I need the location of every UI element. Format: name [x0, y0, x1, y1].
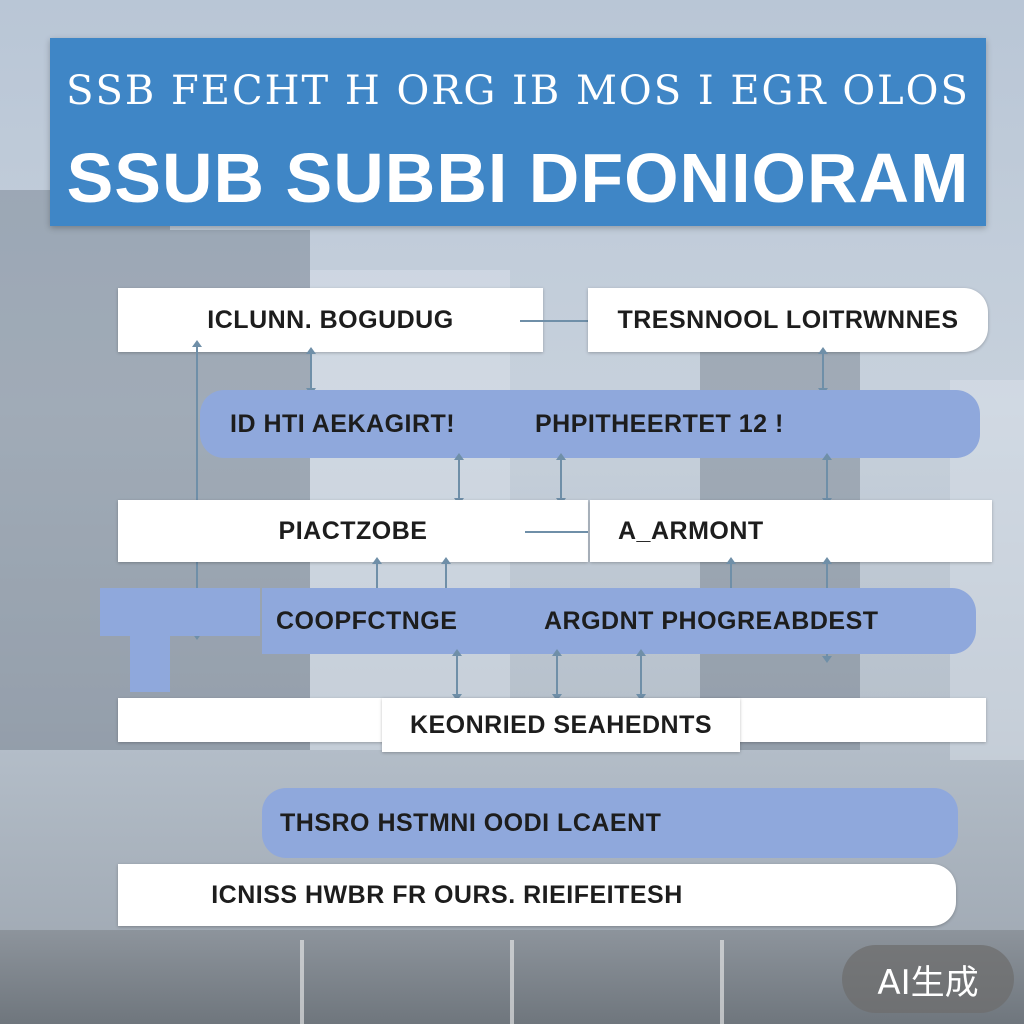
- node-label: THSRO HSTMNI OODI LCAENT: [280, 808, 662, 837]
- connector-arrow: [822, 453, 832, 505]
- connector-arrow: [441, 557, 451, 595]
- node-row1-right: TRESNNOOL LOITRWNNES: [588, 288, 988, 352]
- connector-arrow: [552, 649, 562, 701]
- node-row5: KEONRIED SEAHEDNTS: [382, 698, 740, 752]
- diagram-title: SSUB SUBBI DFONIORAM: [66, 139, 970, 217]
- road-lane: [300, 940, 304, 1024]
- node-label: TRESNNOOL LOITRWNNES: [617, 305, 959, 334]
- node-label: ICLUNN. BOGUDUG: [207, 305, 454, 334]
- node-row1-left: ICLUNN. BOGUDUG: [118, 288, 543, 352]
- node-row4-side: [100, 588, 260, 636]
- node-row3-right: A_ARMONT: [590, 500, 992, 562]
- node-label: KEONRIED SEAHEDNTS: [409, 710, 713, 739]
- node-label: PHPITHEERTET 12 !: [535, 409, 784, 438]
- connector-arrow: [818, 347, 828, 395]
- node-label: COOPFCTNGE: [276, 606, 458, 635]
- node-row2: ID HTI AEKAGIRT! PHPITHEERTET 12 !: [200, 390, 980, 458]
- connector-arrow: [452, 649, 462, 701]
- title-banner: ЅSB FECHT H ORG IB MOS I EGR OLOS SSUB S…: [50, 38, 986, 226]
- connector-arrow: [636, 649, 646, 701]
- node-row3-left: PIACTZOBE: [118, 500, 588, 562]
- node-label: ARGDNT PHOGREABDEST: [544, 606, 879, 635]
- connector-arrow: [556, 453, 566, 505]
- node-row6: THSRO HSTMNI OODI LCAENT: [262, 788, 958, 858]
- node-label: A_ARMONT: [618, 516, 764, 545]
- connector-arrow: [192, 340, 202, 640]
- node-row7: ICNISS HWBR FR OURS. RIEIFEITESH: [118, 864, 956, 926]
- node-label: PIACTZOBE: [278, 516, 428, 545]
- connector-row1: [520, 320, 588, 322]
- ai-generated-badge: AI生成: [842, 945, 1014, 1013]
- banner-subtitle: ЅSB FECHT H ORG IB MOS I EGR OLOS: [66, 68, 970, 114]
- node-label: ICNISS HWBR FR OURS. RIEIFEITESH: [211, 880, 683, 909]
- connector-arrow: [306, 347, 316, 395]
- node-row4: COOPFCTNGE ARGDNT PHOGREABDEST: [262, 588, 976, 654]
- road-lane: [510, 940, 514, 1024]
- node-label: ID HTI AEKAGIRT!: [230, 409, 456, 438]
- road-lane: [720, 940, 724, 1024]
- connector-arrow: [726, 557, 736, 595]
- connector-arrow: [372, 557, 382, 595]
- node-row4-stub: [130, 636, 170, 692]
- connector-row3: [525, 531, 588, 533]
- connector-arrow: [454, 453, 464, 505]
